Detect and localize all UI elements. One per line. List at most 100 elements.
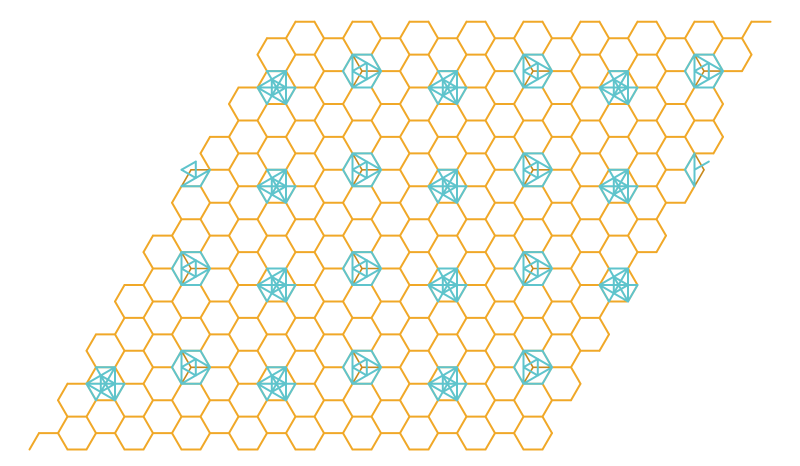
triangle-edge bbox=[513, 53, 525, 73]
hexagon-edge bbox=[456, 20, 468, 40]
hexagon-edge bbox=[598, 135, 610, 155]
hexagon-edge bbox=[142, 316, 154, 336]
hexagon-edge bbox=[598, 152, 610, 171]
spoke-edge bbox=[351, 349, 363, 369]
hexagon-edge bbox=[171, 399, 183, 418]
triangle-edge bbox=[437, 267, 458, 303]
triangle-edge bbox=[693, 160, 710, 171]
hexagon-edge bbox=[342, 333, 354, 352]
triangle-edge bbox=[684, 152, 696, 171]
hexagon-edge bbox=[399, 399, 411, 418]
hexagon-edge bbox=[228, 366, 240, 385]
hexagon-edge bbox=[142, 251, 154, 270]
hexagon-edge bbox=[399, 185, 411, 204]
hexagon-edge bbox=[342, 382, 354, 402]
hexagon-edge bbox=[484, 267, 496, 286]
triangle-edge bbox=[513, 267, 525, 286]
spoke-edge bbox=[351, 53, 363, 72]
triangle-edge bbox=[598, 284, 610, 303]
hexagon-edge bbox=[570, 37, 582, 56]
hexagon-edge bbox=[57, 415, 69, 435]
spoke-edge bbox=[522, 267, 534, 286]
hexagon-edge bbox=[513, 119, 525, 138]
hexagon-edge bbox=[228, 119, 240, 138]
spoke-edge bbox=[180, 267, 192, 286]
hexagon-edge bbox=[456, 333, 468, 352]
hexagon-edge bbox=[370, 37, 382, 56]
hexagon-edge bbox=[427, 300, 439, 319]
hexagon-edge bbox=[598, 316, 610, 336]
hexagon-edge bbox=[228, 300, 240, 319]
hexagon-edge bbox=[427, 20, 439, 40]
hexagon-edge bbox=[627, 152, 639, 171]
hexagon-edge bbox=[541, 316, 553, 336]
hexagon-edge bbox=[370, 119, 382, 138]
hexagon-edge bbox=[313, 349, 325, 369]
hexagon-edge bbox=[370, 86, 382, 105]
hexagon-edge bbox=[427, 349, 439, 369]
hexagon-edge bbox=[142, 333, 154, 352]
spoke-edge bbox=[351, 267, 363, 286]
hexagon-edge bbox=[342, 415, 354, 435]
hexagon-edge bbox=[256, 415, 268, 435]
triangle-edge bbox=[456, 86, 468, 105]
spoke-edge bbox=[351, 251, 363, 270]
hexagon-edge bbox=[627, 70, 639, 89]
hexagon-edge bbox=[570, 218, 582, 237]
hexagon-edge bbox=[484, 234, 496, 254]
triangle-edge bbox=[513, 251, 525, 270]
hexagon-edge bbox=[456, 234, 468, 254]
hexagon-edge bbox=[256, 333, 268, 352]
hexagon-edge bbox=[598, 218, 610, 237]
triangle-edge bbox=[522, 259, 539, 270]
triangle-edge bbox=[199, 366, 211, 385]
hexagon-edge bbox=[399, 284, 411, 303]
spoke-edge bbox=[180, 366, 192, 385]
hexagon-edge bbox=[256, 201, 268, 221]
hexagon-edge bbox=[513, 399, 525, 418]
triangle-edge bbox=[370, 366, 382, 385]
hexagon-edge bbox=[285, 333, 297, 352]
triangle-edge bbox=[684, 168, 696, 188]
hexagon-edge bbox=[370, 415, 382, 435]
triangle-edge bbox=[541, 267, 553, 286]
hexagon-edge bbox=[541, 20, 553, 40]
hexagon-edge bbox=[484, 53, 496, 73]
hexagon-edge bbox=[513, 218, 525, 237]
hexagon-edge bbox=[399, 218, 411, 237]
triangle-edge bbox=[437, 70, 458, 105]
hexagon-edge bbox=[570, 135, 582, 155]
hexagon-edge bbox=[114, 316, 126, 336]
hexagon-edge bbox=[484, 432, 496, 451]
hexagon-edge bbox=[285, 366, 297, 385]
triangle-edge bbox=[456, 284, 468, 303]
triangle-edge bbox=[342, 267, 354, 286]
triangle-edge bbox=[114, 382, 126, 402]
hexagon-edge bbox=[627, 267, 639, 286]
triangle-edge bbox=[266, 70, 287, 105]
triangle-edge bbox=[522, 366, 539, 377]
hexagon-edge bbox=[228, 135, 240, 155]
hexagon-edge bbox=[285, 152, 297, 171]
hexagon-edge bbox=[399, 333, 411, 352]
hexagon-edge bbox=[541, 119, 553, 138]
triangle-edge bbox=[693, 70, 710, 81]
hexagon-edge bbox=[399, 366, 411, 385]
hexagon-edge bbox=[655, 70, 667, 89]
hexagon-edge bbox=[570, 234, 582, 254]
hexagon-edge bbox=[399, 20, 411, 40]
hexagon-edge bbox=[228, 234, 240, 254]
hexagon-edge bbox=[285, 316, 297, 336]
triangle-edge bbox=[351, 70, 368, 81]
triangle-edge bbox=[351, 358, 368, 369]
hexagon-edge bbox=[228, 185, 240, 204]
spoke-edge bbox=[522, 169, 534, 188]
hexagon-edge bbox=[399, 103, 411, 122]
hexagon-edge bbox=[513, 284, 525, 303]
hexagon-edge bbox=[199, 316, 211, 336]
triangle-edge bbox=[541, 53, 553, 73]
hexagon-edge bbox=[513, 201, 525, 221]
hexagon-edge bbox=[285, 37, 297, 56]
hexagon-edge bbox=[541, 432, 553, 451]
